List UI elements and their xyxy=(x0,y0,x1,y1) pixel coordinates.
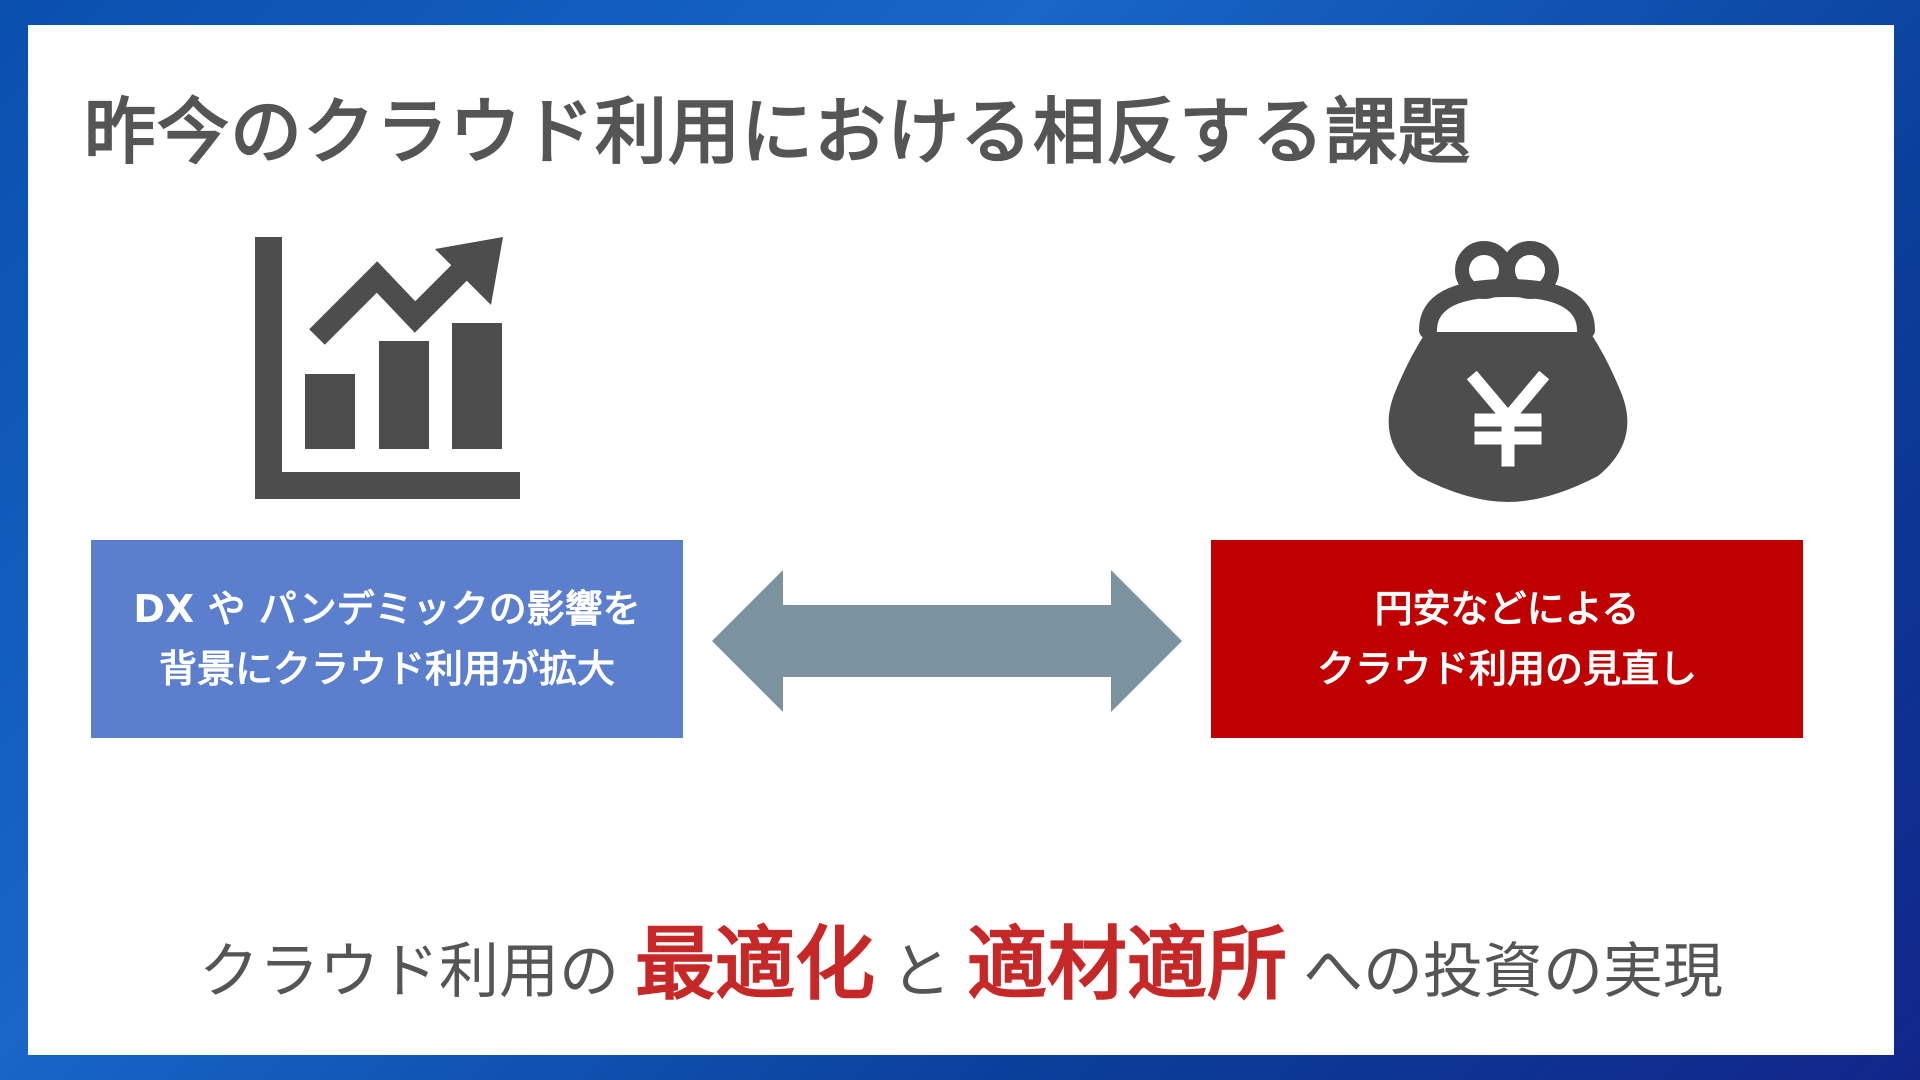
growth-chart-icon xyxy=(255,237,520,499)
expansion-box-line2: 背景にクラウド利用が拡大 xyxy=(158,647,615,691)
conclusion-part3: への投資の実現 xyxy=(1303,937,1723,1007)
yen-purse-icon xyxy=(1388,241,1628,502)
review-box-line1: 円安などによる xyxy=(1374,587,1640,631)
slide-title: 昨今のクラウド利用における相反する課題 xyxy=(84,90,1472,174)
double-arrow-icon xyxy=(712,570,1182,712)
slide: 昨今のクラウド利用における相反する課題 DX や パンデミックの影響を 背景にク… xyxy=(28,25,1894,1055)
conclusion-highlight-optimization: 最適化 xyxy=(635,918,875,1011)
expansion-box: DX や パンデミックの影響を 背景にクラウド利用が拡大 xyxy=(91,540,683,738)
expansion-box-line1: DX や パンデミックの影響を xyxy=(133,587,641,631)
conclusion-part2: と xyxy=(891,937,951,1007)
review-box: 円安などによる クラウド利用の見直し xyxy=(1211,540,1803,738)
conclusion-part1: クラウド利用の xyxy=(199,937,619,1007)
conclusion-highlight-right-place: 適材適所 xyxy=(967,918,1287,1011)
review-box-line2: クラウド利用の見直し xyxy=(1316,647,1697,691)
conclusion-statement: クラウド利用の最適化と適材適所への投資の実現 xyxy=(28,915,1894,1022)
